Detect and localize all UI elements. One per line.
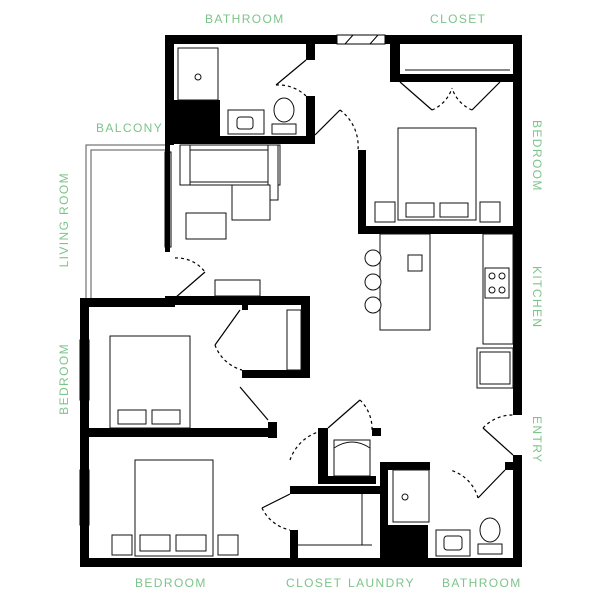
label-closet-bottom: CLOSET <box>286 576 343 590</box>
wall <box>301 296 310 378</box>
wall <box>505 462 520 470</box>
wall <box>290 486 380 494</box>
wall <box>390 74 513 82</box>
balcony-railing <box>85 144 165 298</box>
label-entry: ENTRY <box>530 416 544 464</box>
wall <box>165 100 220 140</box>
wall <box>306 96 315 144</box>
label-living-room: LIVING ROOM <box>57 172 71 268</box>
wall <box>372 428 381 436</box>
label-bathroom-top: BATHROOM <box>205 12 285 26</box>
wall <box>165 296 310 305</box>
wall <box>165 35 174 145</box>
wall <box>80 558 522 567</box>
wall <box>290 530 298 560</box>
wall <box>80 428 275 437</box>
wall <box>268 422 277 438</box>
label-balcony: BALCONY <box>96 121 164 135</box>
wall <box>165 35 337 44</box>
wall <box>358 226 516 234</box>
wall <box>242 300 248 310</box>
wall <box>242 370 310 378</box>
label-bedroom-bottom: BEDROOM <box>135 576 207 590</box>
wall <box>513 455 522 567</box>
wall <box>318 476 376 484</box>
label-bedroom-left: BEDROOM <box>57 343 71 415</box>
label-laundry: LAUNDRY <box>348 576 415 590</box>
wall <box>80 298 175 307</box>
label-bedroom-right: BEDROOM <box>530 120 544 192</box>
sliding-door <box>164 151 172 248</box>
window-bedroom-left <box>79 339 90 526</box>
wall <box>380 462 430 470</box>
label-closet-top: CLOSET <box>430 12 487 26</box>
wall <box>385 35 522 44</box>
door-swings <box>174 59 514 531</box>
wall <box>390 40 400 80</box>
wall <box>513 35 522 415</box>
wall <box>306 40 315 60</box>
label-kitchen: KITCHEN <box>530 266 544 329</box>
fixtures <box>109 47 514 557</box>
wall <box>318 428 328 483</box>
walls <box>80 35 522 567</box>
wall <box>380 525 428 565</box>
wall <box>380 462 388 562</box>
window-top <box>336 34 386 45</box>
label-bathroom-bottom: BATHROOM <box>442 576 522 590</box>
wall <box>165 136 315 144</box>
wall <box>358 150 366 232</box>
